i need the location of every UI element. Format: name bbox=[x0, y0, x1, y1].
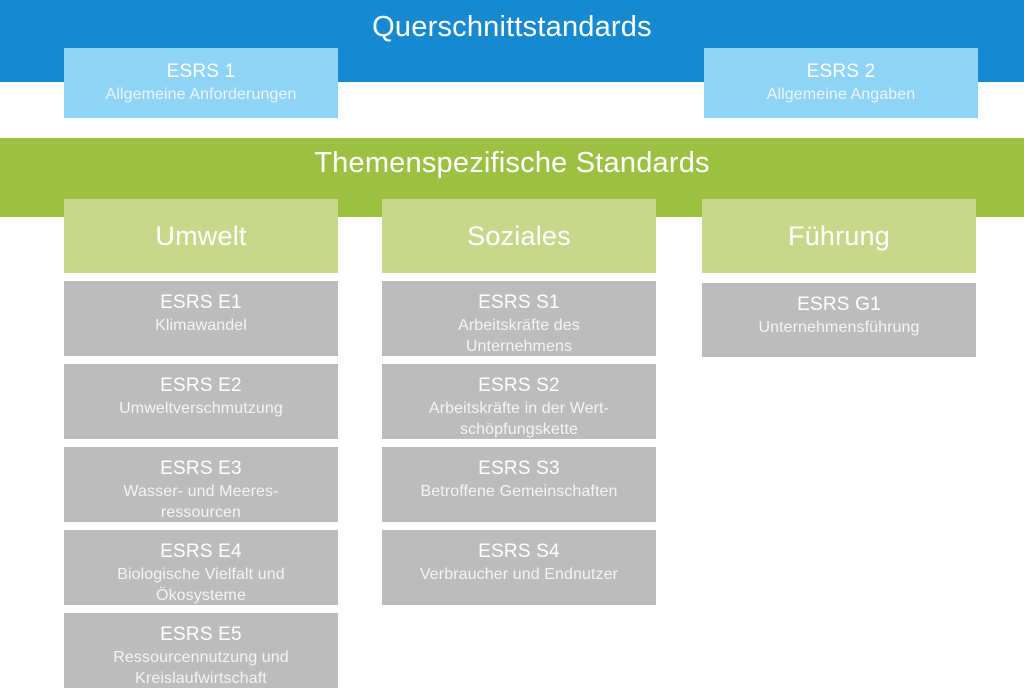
card-code: ESRS E3 bbox=[160, 458, 242, 479]
card-esrs-2[interactable]: ESRS 2 Allgemeine Angaben bbox=[704, 48, 978, 118]
card-code: ESRS 1 bbox=[166, 61, 236, 82]
card-description: Arbeitskräfte in der Wert-schöpfungskett… bbox=[428, 400, 610, 438]
card-code: ESRS E2 bbox=[160, 375, 242, 396]
category-header-soziales[interactable]: Soziales bbox=[382, 199, 656, 273]
card-description: Betroffene Gemeinschaften bbox=[420, 483, 618, 500]
category-label: Soziales bbox=[467, 221, 571, 251]
card-esrs-s3[interactable]: ESRS S3 Betroffene Gemeinschaften bbox=[382, 447, 656, 522]
card-code: ESRS 2 bbox=[806, 61, 876, 82]
cross-cutting-title: Querschnittstandards bbox=[372, 11, 652, 43]
card-description: Allgemeine Angaben bbox=[766, 86, 916, 103]
card-code: ESRS E4 bbox=[160, 541, 242, 562]
card-code: ESRS S3 bbox=[478, 458, 560, 479]
card-code: ESRS E1 bbox=[160, 292, 242, 313]
card-esrs-e2[interactable]: ESRS E2 Umweltverschmutzung bbox=[64, 364, 338, 439]
card-code: ESRS E5 bbox=[160, 624, 242, 645]
card-description: Wasser- und Meeres-ressourcen bbox=[123, 483, 279, 521]
card-code: ESRS S2 bbox=[478, 375, 560, 396]
card-code: ESRS S1 bbox=[478, 292, 560, 313]
card-esrs-g1[interactable]: ESRS G1 Unternehmensführung bbox=[702, 283, 976, 357]
card-description: Verbraucher und Endnutzer bbox=[419, 566, 619, 583]
card-description: Klimawandel bbox=[155, 317, 247, 334]
card-esrs-1[interactable]: ESRS 1 Allgemeine Anforderungen bbox=[64, 48, 338, 118]
card-esrs-s4[interactable]: ESRS S4 Verbraucher und Endnutzer bbox=[382, 530, 656, 605]
category-label: Führung bbox=[788, 221, 890, 251]
card-esrs-s2[interactable]: ESRS S2 Arbeitskräfte in der Wert-schöpf… bbox=[382, 364, 656, 439]
category-label: Umwelt bbox=[155, 221, 247, 251]
card-code: ESRS G1 bbox=[797, 294, 881, 315]
card-description: Unternehmensführung bbox=[758, 319, 920, 336]
card-esrs-e3[interactable]: ESRS E3 Wasser- und Meeres-ressourcen bbox=[64, 447, 338, 522]
card-description: Allgemeine Anforderungen bbox=[105, 86, 297, 103]
card-code: ESRS S4 bbox=[478, 541, 560, 562]
topical-title: Themenspezifische Standards bbox=[314, 147, 710, 179]
category-header-umwelt[interactable]: Umwelt bbox=[64, 199, 338, 273]
card-description: Umweltverschmutzung bbox=[119, 400, 283, 417]
category-header-fuehrung[interactable]: Führung bbox=[702, 199, 976, 273]
card-esrs-e1[interactable]: ESRS E1 Klimawandel bbox=[64, 281, 338, 356]
